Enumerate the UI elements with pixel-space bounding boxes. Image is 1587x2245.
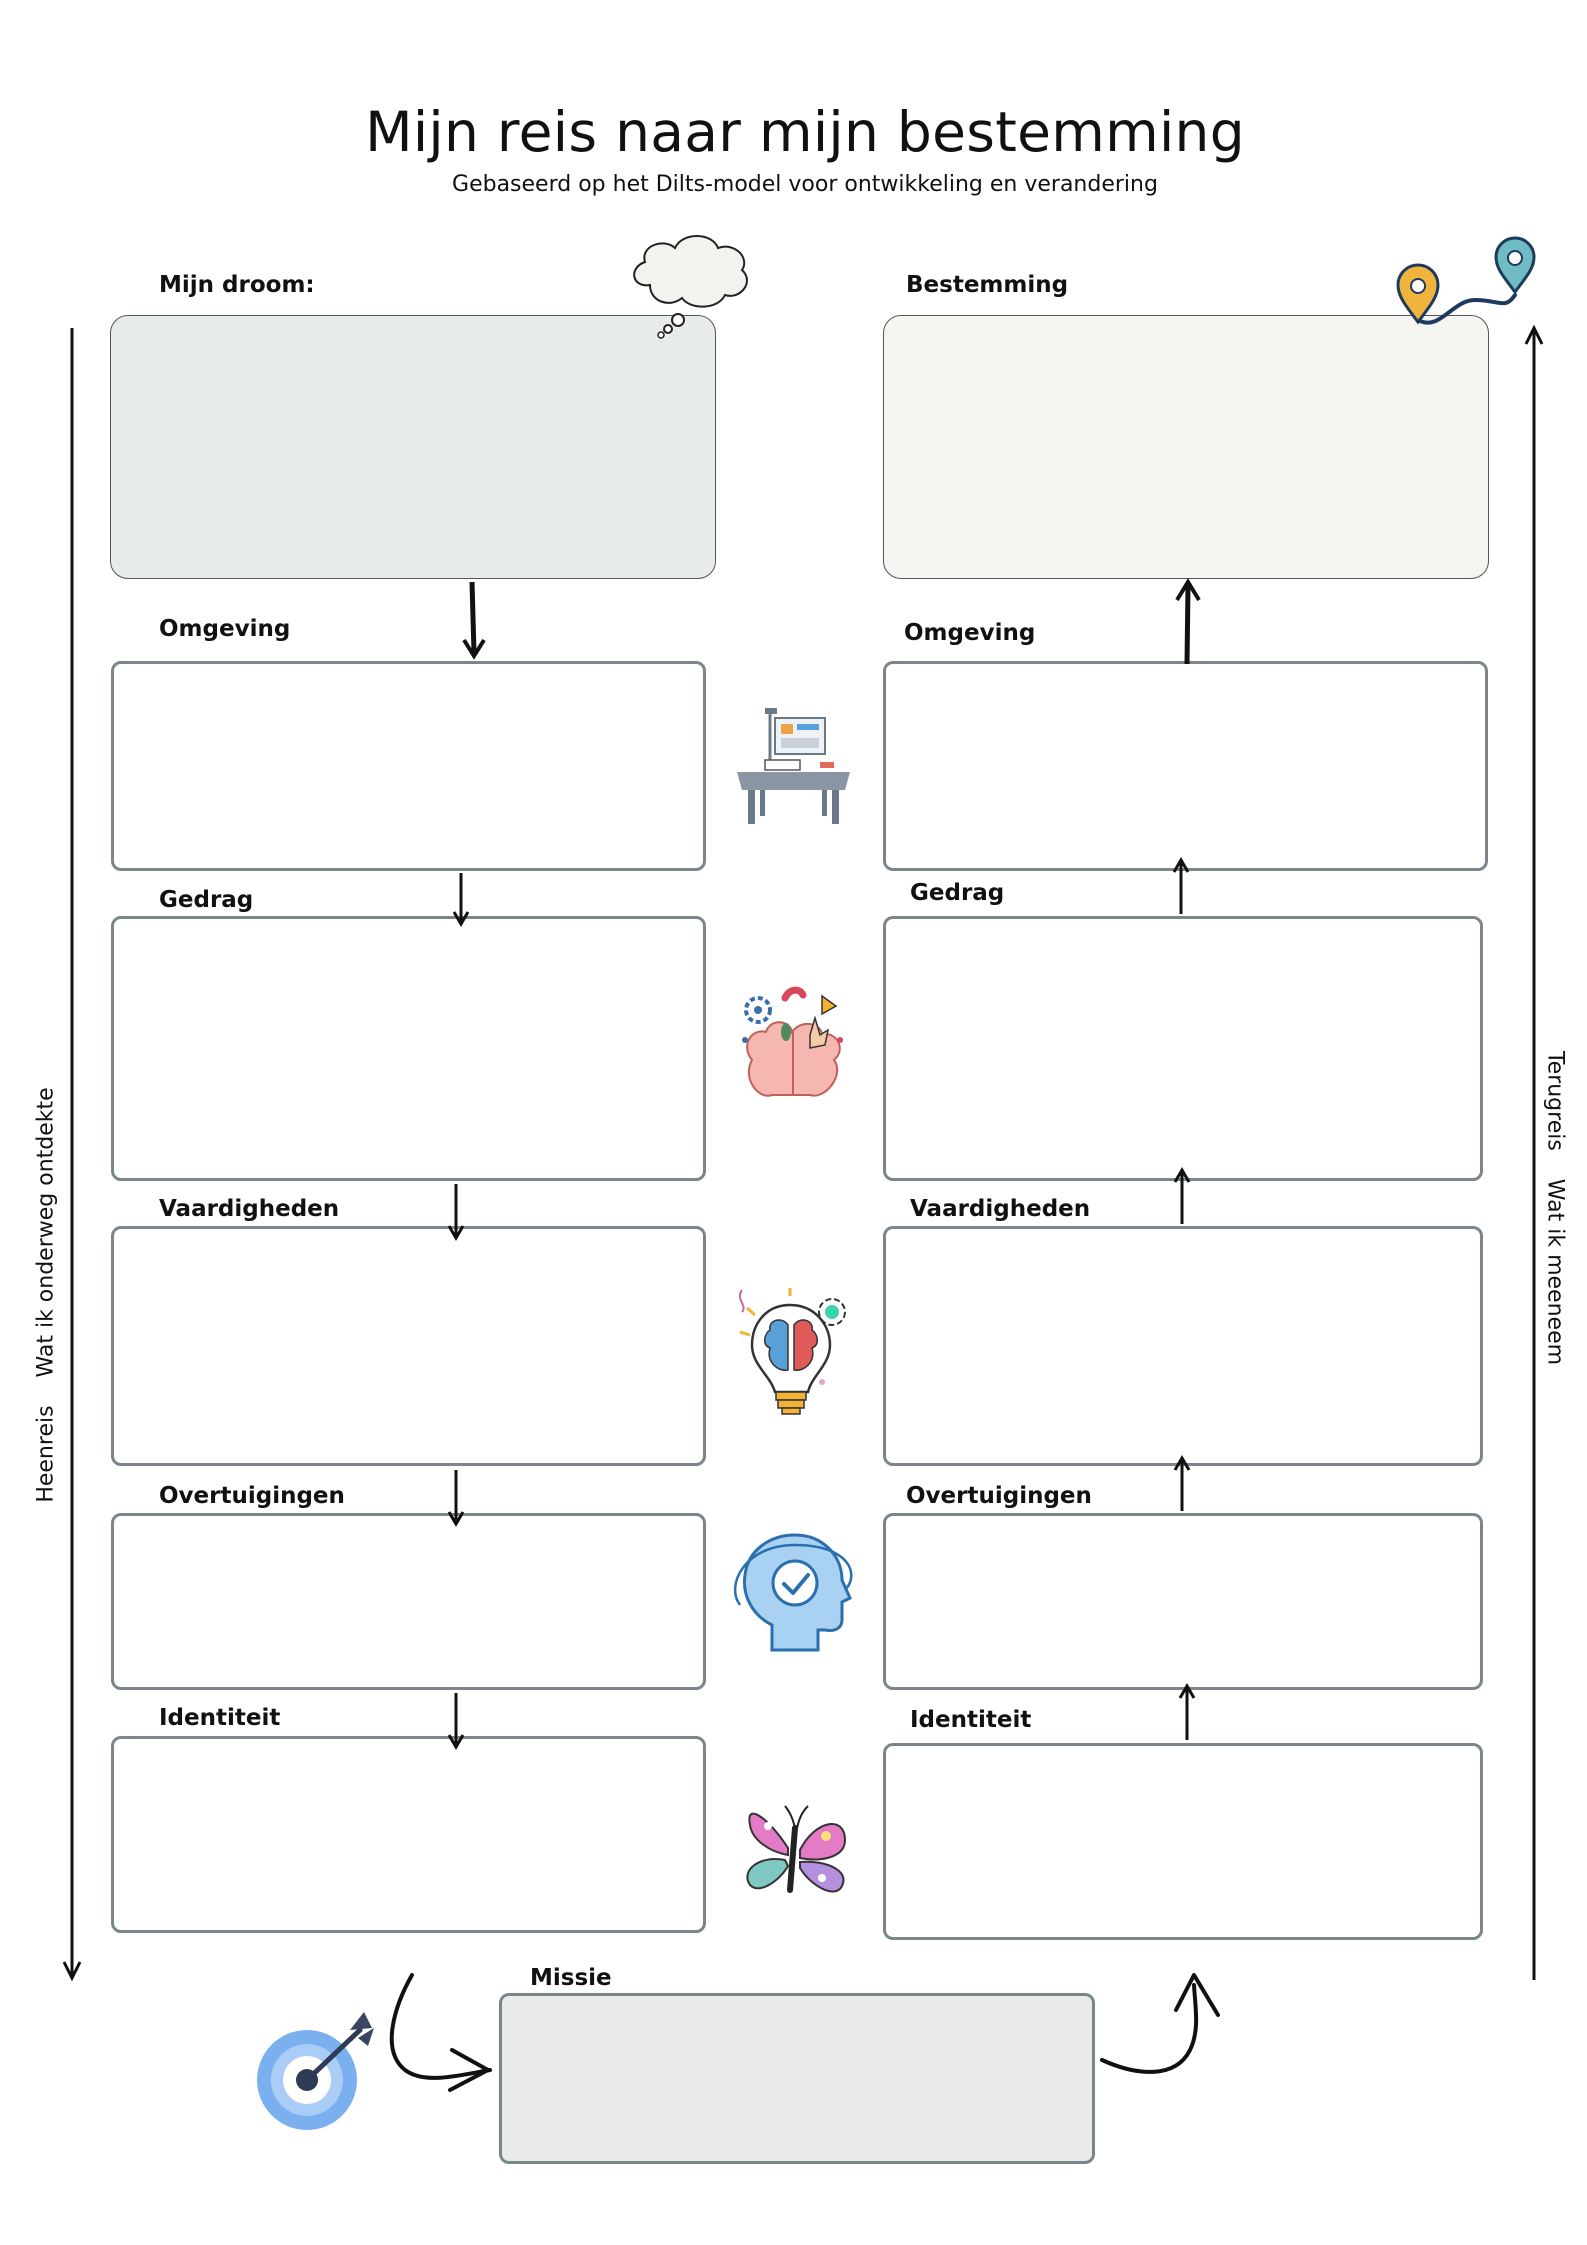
left-level-label-omgeving: Omgeving [159,616,291,642]
butterfly-icon [746,1805,847,1893]
left-down-arrow-4 [447,1470,465,1527]
mission-input-area[interactable] [499,1993,1095,2164]
right-level-label-identiteit: Identiteit [910,1707,1032,1733]
thought-cloud-icon [633,235,748,339]
left-down-arrow-1 [462,581,486,660]
right-level-label-overtuigingen: Overtuigingen [906,1483,1092,1509]
left-level-label-identiteit: Identiteit [159,1705,281,1731]
right-up-arrow-2 [1172,857,1190,914]
right-vaardigheden-input-area[interactable] [883,1226,1483,1466]
target-dart-icon [257,2012,374,2130]
right-up-arrow-1 [1175,578,1201,665]
right-long-up-arrow [1524,324,1544,1980]
left-vaardigheden-input-area[interactable] [111,1226,706,1466]
right-up-arrow-3 [1173,1167,1191,1224]
map-pins-route-icon [1396,236,1536,325]
left-down-arrow-3 [447,1184,465,1241]
right-level-label-gedrag: Gedrag [910,880,1005,906]
desk-computer-icon [737,708,850,824]
left-level-label-overtuigingen: Overtuigingen [159,1483,345,1509]
right-identiteit-input-area[interactable] [883,1743,1483,1940]
left-identiteit-input-area[interactable] [111,1736,706,1933]
destination-label: Bestemming [906,272,1069,298]
right-overtuigingen-input-area[interactable] [883,1513,1483,1690]
left-level-label-vaardigheden: Vaardigheden [159,1196,340,1222]
right-level-label-omgeving: Omgeving [904,620,1036,646]
dream-input-area[interactable] [110,315,716,579]
right-up-arrow-4 [1173,1455,1191,1511]
dream-label: Mijn droom: [159,272,315,298]
curved-arrow-out-of-mission [1100,1973,1220,2074]
left-down-arrow-5 [447,1693,465,1750]
mission-label: Missie [530,1965,612,1991]
left-overtuigingen-input-area[interactable] [111,1513,706,1690]
brain-creativity-icon [742,986,843,1097]
left-long-down-arrow [62,328,82,1982]
lightbulb-brain-icon [738,1288,846,1415]
left-gedrag-input-area[interactable] [111,916,706,1181]
right-up-arrow-5 [1178,1683,1196,1740]
head-checkmark-icon [734,1533,853,1652]
page-subtitle: Gebaseerd op het Dilts-model voor ontwik… [452,172,1158,197]
right-level-label-vaardigheden: Vaardigheden [910,1196,1091,1222]
page-title: Mijn reis naar mijn bestemming [365,100,1245,164]
curved-arrow-into-mission [389,1973,492,2092]
left-omgeving-input-area[interactable] [111,661,706,871]
destination-input-area[interactable] [883,315,1489,579]
left-level-label-gedrag: Gedrag [159,887,254,913]
left-down-arrow-2 [452,873,470,927]
